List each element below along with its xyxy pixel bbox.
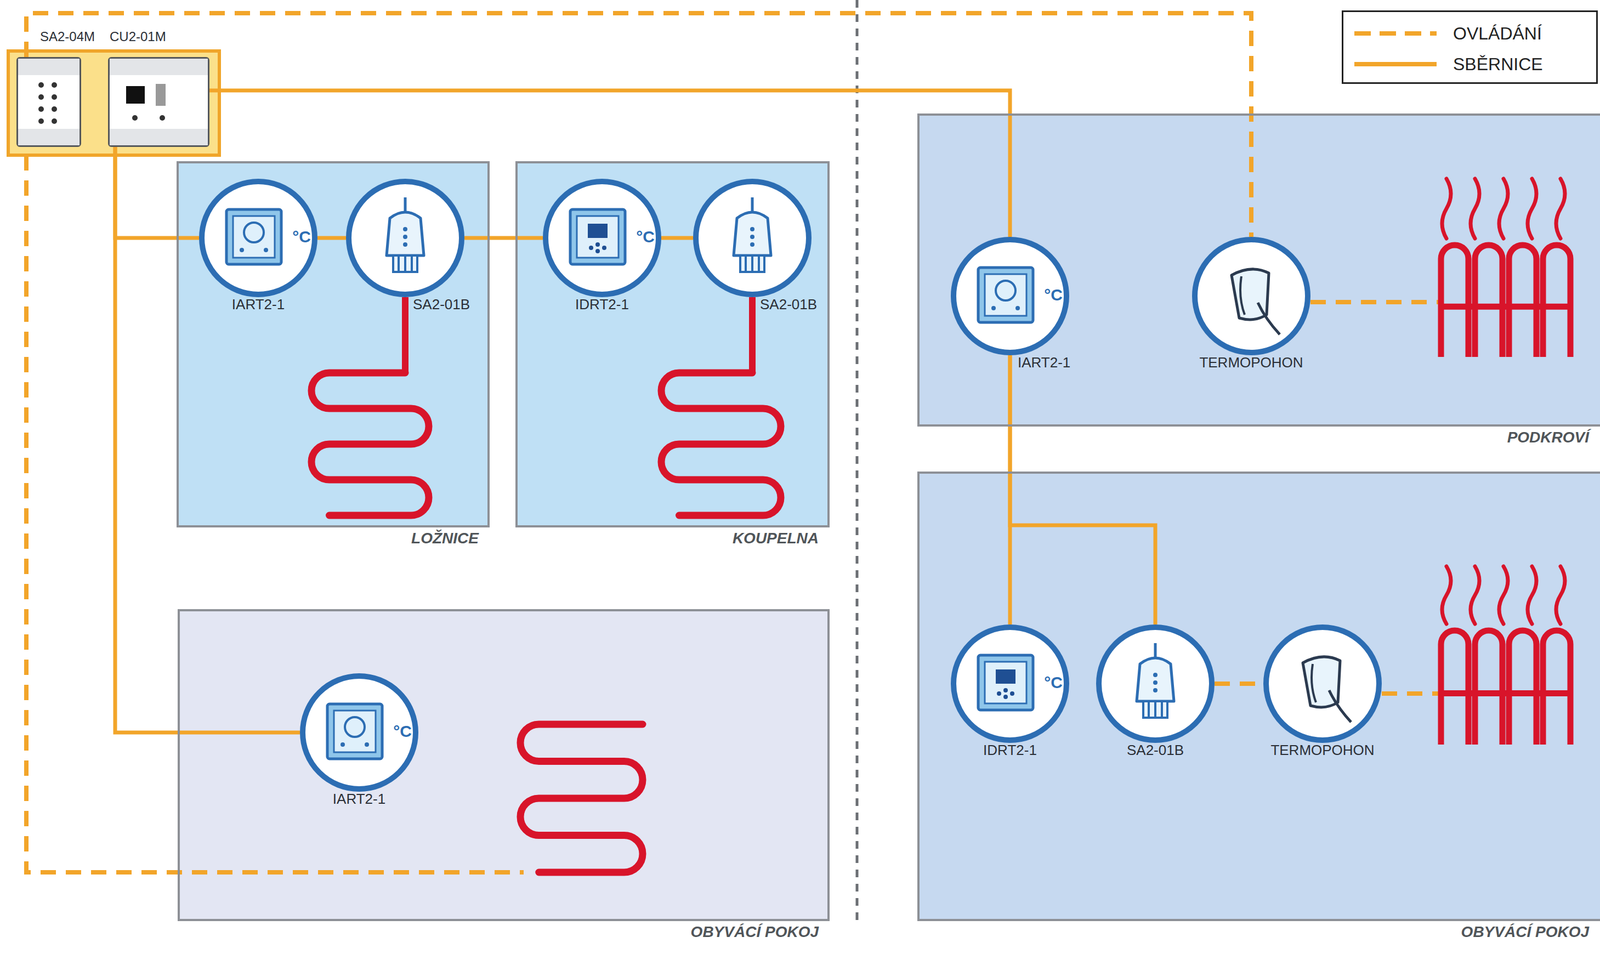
radiator	[1440, 630, 1571, 745]
device-circle: SA2-01B	[693, 178, 812, 298]
device-circle: TERMOPOHON	[1263, 624, 1382, 743]
device-name: IART2-1	[231, 296, 285, 314]
room-name: OBYVÁCÍ POKOJ	[1461, 923, 1590, 941]
module-icon	[109, 58, 208, 146]
room-name: KOUPELNA	[732, 529, 819, 548]
heaters	[311, 178, 1571, 873]
heating-feed	[401, 297, 409, 373]
bus-connector	[464, 236, 543, 241]
room-box: OBYVÁCÍ POKOJIDRT2-1°CSA2-01BTERMOPOHON	[917, 471, 1600, 922]
legend-text: OVLÁDÁNÍ	[1453, 23, 1542, 44]
device-circle: SA2-01B	[1096, 624, 1215, 743]
device-circle: TERMOPOHON	[1192, 236, 1311, 356]
room-name: LOŽNICE	[411, 529, 479, 548]
device-name: TERMOPOHON	[1199, 354, 1303, 372]
din-module: SA2-04M	[16, 57, 82, 147]
control-connector	[1214, 681, 1264, 686]
device-name: IART2-1	[332, 790, 386, 808]
unit-label: °C	[393, 722, 412, 741]
device-icon	[1197, 242, 1306, 350]
room-fill	[917, 471, 1600, 922]
module-icon	[18, 58, 80, 146]
device-circle: IART2-1°C	[299, 673, 419, 792]
heating-feed	[749, 297, 756, 373]
device-icon	[1101, 630, 1210, 738]
legend-row: OVLÁDÁNÍ	[1354, 19, 1542, 48]
control-line	[26, 155, 524, 873]
bus-connector	[115, 146, 200, 238]
device-name: SA2-01B	[759, 296, 817, 314]
room-name: PODKROVÍ	[1507, 428, 1590, 447]
bus-connector	[661, 236, 694, 241]
module-group	[8, 50, 220, 156]
legend-line	[1354, 61, 1437, 67]
room-box: LOŽNICEIART2-1°CSA2-01B	[176, 161, 490, 528]
legend-text: SBĚRNICE	[1453, 54, 1543, 75]
device-circle: SA2-01B	[345, 178, 465, 298]
device-circle: IART2-1°C	[950, 236, 1070, 356]
room-name: OBYVÁCÍ POKOJ	[690, 923, 819, 941]
module-name: CU2-01M	[109, 29, 167, 45]
device-name: IDRT2-1	[983, 741, 1037, 759]
legend-line	[1354, 31, 1437, 36]
unit-label: °C	[1044, 285, 1063, 305]
device-circle: IDRT2-1°C	[542, 178, 662, 298]
module-name: SA2-04M	[40, 29, 95, 45]
bus-connector	[317, 236, 346, 241]
room-box: OBYVÁCÍ POKOJIART2-1°C	[177, 609, 830, 922]
legend: OVLÁDÁNÍ SBĚRNICE	[1341, 10, 1598, 84]
floor-separator	[855, 0, 859, 924]
device-icon	[351, 184, 459, 292]
room-box: KOUPELNAIDRT2-1°CSA2-01B	[515, 161, 830, 528]
control-line	[1381, 691, 1439, 696]
radiator	[1440, 245, 1571, 357]
room-fill	[917, 113, 1600, 427]
din-module: CU2-01M	[108, 57, 210, 147]
room-fill	[176, 161, 490, 528]
legend-row: SBĚRNICE	[1354, 50, 1543, 78]
heat-waves	[1442, 178, 1565, 239]
control-line	[1310, 299, 1439, 305]
floor-heating-coil	[661, 372, 781, 516]
legend-sample	[1354, 27, 1437, 39]
bus-connector	[1010, 355, 1156, 625]
device-name: SA2-01B	[412, 296, 470, 314]
device-icon	[1268, 630, 1377, 738]
floor-heating-coil	[520, 724, 643, 873]
device-circle: IDRT2-1°C	[950, 624, 1070, 743]
unit-label: °C	[292, 227, 311, 247]
unit-label: °C	[636, 227, 655, 247]
device-name: TERMOPOHON	[1270, 741, 1375, 759]
floor-heating-coil	[311, 372, 429, 516]
device-circle: IART2-1°C	[199, 178, 318, 298]
device-name: IART2-1	[1017, 354, 1071, 372]
heat-waves	[1442, 566, 1565, 624]
device-icon	[698, 184, 807, 292]
room-box: PODKROVÍIART2-1°CTERMOPOHON	[917, 113, 1600, 427]
legend-sample	[1354, 58, 1437, 70]
device-name: SA2-01B	[1126, 741, 1184, 759]
room-fill	[515, 161, 830, 528]
device-name: IDRT2-1	[575, 296, 629, 314]
unit-label: °C	[1044, 673, 1063, 692]
